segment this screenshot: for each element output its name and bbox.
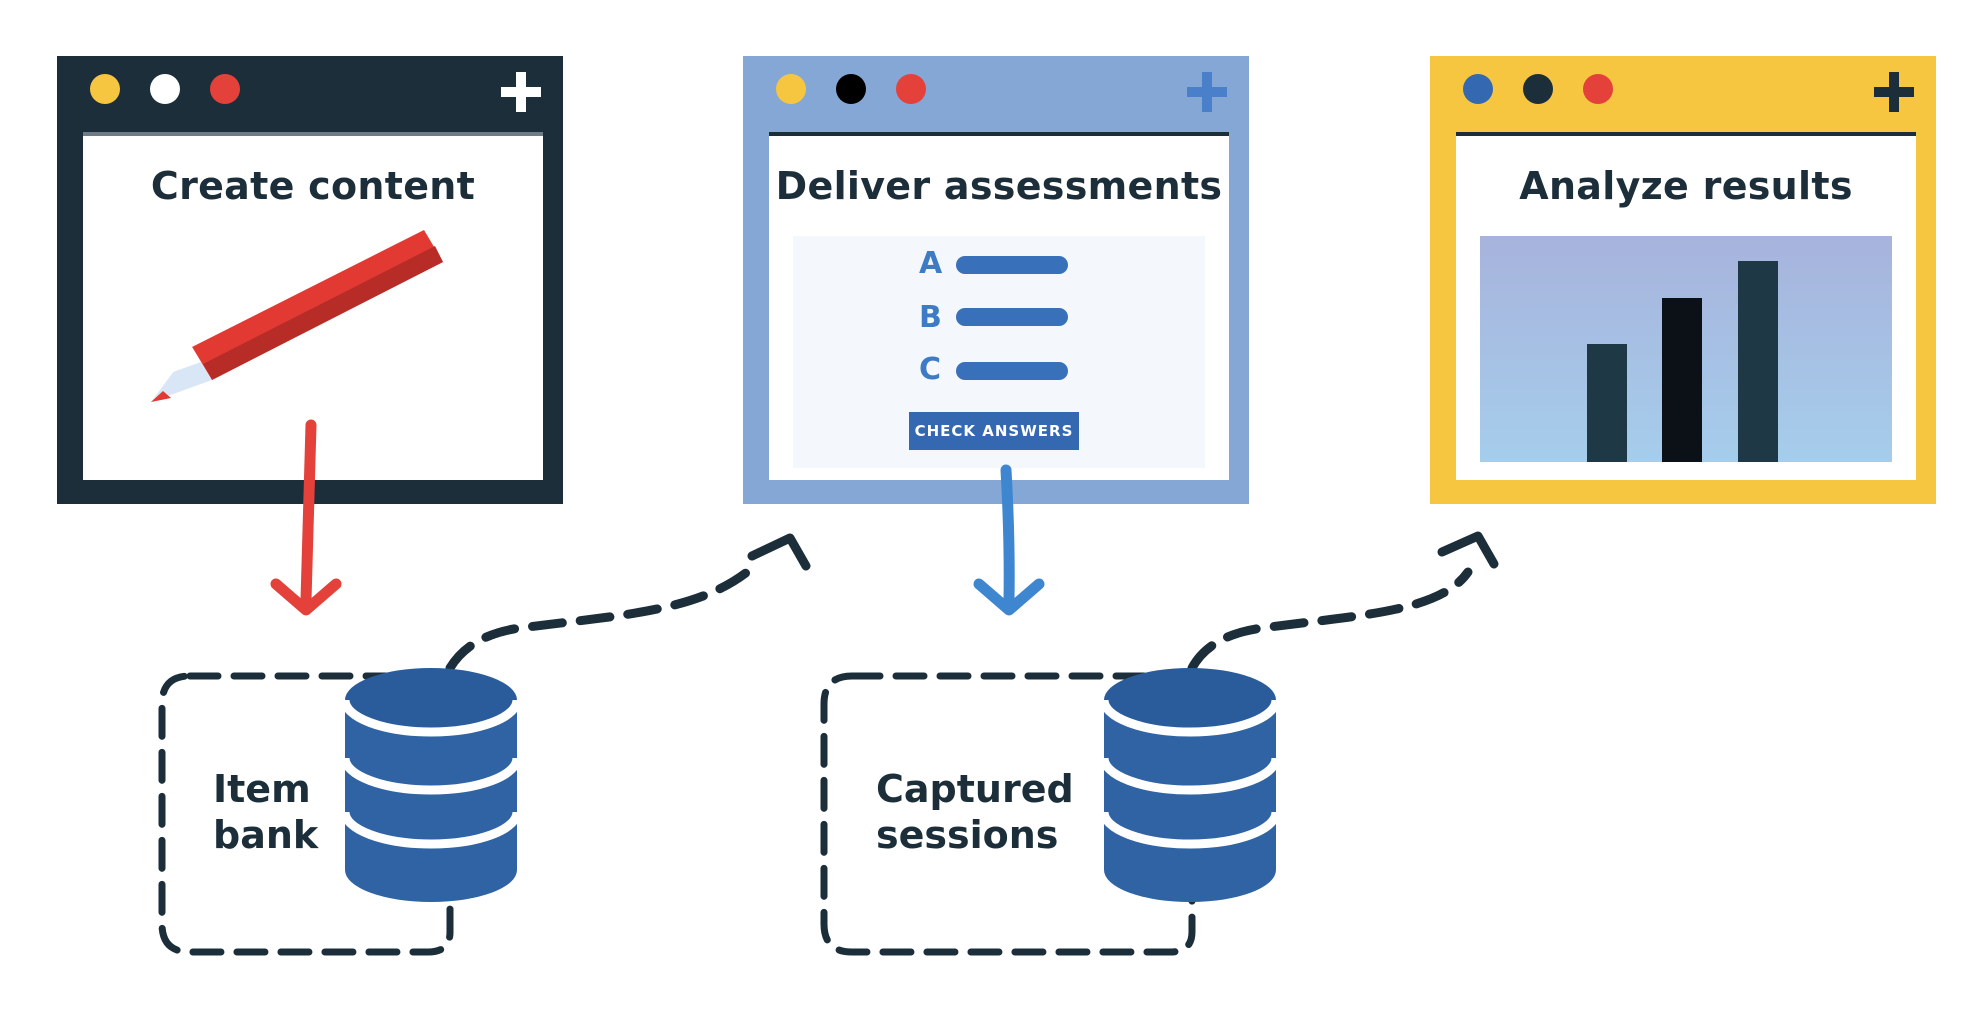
window-dot-black [836, 74, 866, 104]
option-bar-a[interactable] [956, 256, 1068, 274]
blue-down-arrow-icon [1000, 464, 1015, 606]
create-content-title: Create content [150, 164, 476, 208]
captured-sessions-label: Captured sessions [876, 766, 1074, 858]
captured-sessions-database-icon [1099, 668, 1281, 902]
analyze-results-window: Analyze results [1430, 56, 1936, 504]
option-letter-b: B [919, 300, 942, 335]
check-answers-button[interactable]: CHECK ANSWERS [909, 412, 1079, 450]
plus-icon[interactable] [1874, 72, 1914, 112]
item-bank-label: Item bank [213, 766, 318, 858]
create-content-window: Create content [57, 56, 563, 504]
results-chart-icon [1480, 236, 1892, 462]
window-dot-yellow [776, 74, 806, 104]
deliver-assessments-window: Deliver assessments A B C CHECK ANSWERS [743, 56, 1249, 504]
chart-bar-1 [1587, 344, 1627, 462]
quiz-preview: A B C CHECK ANSWERS [793, 236, 1205, 468]
analyze-results-title: Analyze results [1519, 164, 1853, 208]
window-dot-navy [1523, 74, 1553, 104]
option-bar-c[interactable] [956, 362, 1068, 380]
option-letter-a: A [919, 246, 943, 281]
chart-bar-3 [1738, 261, 1778, 462]
window-dot-white [150, 74, 180, 104]
captured-sessions-label-line2: sessions [876, 813, 1059, 857]
deliver-assessments-title: Deliver assessments [775, 164, 1223, 208]
captured-sessions-container [820, 672, 1196, 956]
item-bank-label-line1: Item [213, 767, 311, 811]
window-dot-yellow [90, 74, 120, 104]
window-dot-red [210, 74, 240, 104]
window-dot-blue [1463, 74, 1493, 104]
deliver-assessments-panel: Deliver assessments A B C CHECK ANSWERS [769, 132, 1229, 480]
item-bank-label-line2: bank [213, 813, 319, 857]
plus-icon[interactable] [501, 72, 541, 112]
plus-icon[interactable] [1187, 72, 1227, 112]
captured-sessions-label-line1: Captured [876, 767, 1074, 811]
window-dot-red [1583, 74, 1613, 104]
red-down-arrow-icon [300, 419, 317, 606]
option-letter-c: C [919, 352, 942, 387]
chart-bar-2 [1662, 298, 1702, 462]
option-bar-b[interactable] [956, 308, 1068, 326]
item-bank-database-icon [340, 668, 522, 902]
dashed-flow-arrow-icon [445, 563, 757, 673]
pencil-icon [151, 230, 443, 402]
analyze-results-panel: Analyze results [1456, 132, 1916, 480]
dashed-flow-arrow-icon [1187, 567, 1473, 673]
create-content-panel: Create content [83, 132, 543, 480]
window-dot-red [896, 74, 926, 104]
